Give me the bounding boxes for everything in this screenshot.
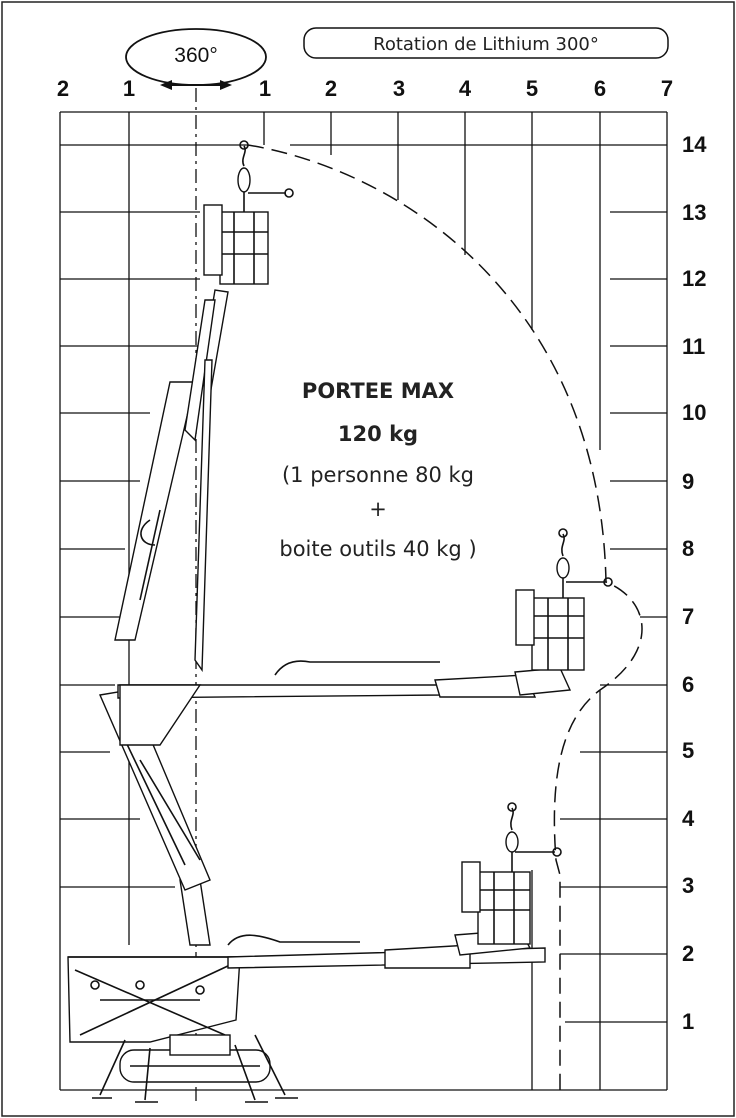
working-envelope	[247, 144, 643, 1090]
rotation-badge-text: Rotation de Lithium 300°	[373, 34, 599, 55]
x-axis-label: 7	[661, 76, 673, 101]
y-axis-label: 5	[682, 738, 694, 763]
x-axis-label: 4	[459, 76, 472, 101]
y-axis-label: 2	[682, 941, 694, 966]
reach-capacity: 120 kg	[338, 422, 418, 446]
y-axis-label: 6	[682, 672, 694, 697]
x-axis-label: 3	[393, 76, 405, 101]
y-axis-label: 9	[682, 469, 694, 494]
y-axis-label: 11	[682, 334, 705, 359]
y-axis-label: 3	[682, 873, 694, 898]
hose-low	[227, 934, 360, 946]
max-reach-label: PORTEE MAX 120 kg (1 personne 80 kg + bo…	[279, 379, 476, 561]
x-axis-label: 1	[259, 76, 271, 101]
x-axis-label: 5	[526, 76, 538, 101]
reach-title: PORTEE MAX	[302, 379, 454, 403]
basket-mid	[515, 528, 613, 671]
x-axis-label: 6	[594, 76, 606, 101]
reach-person-weight: (1 personne 80 kg	[282, 463, 474, 487]
rotation-badge	[303, 27, 669, 59]
y-axis-label: 7	[682, 604, 694, 629]
basket-low	[461, 802, 562, 945]
reach-plus: +	[369, 497, 387, 521]
reach-tools-weight: boite outils 40 kg )	[279, 537, 476, 561]
basket-top	[203, 140, 294, 285]
y-axis-label: 13	[682, 200, 706, 225]
rotation-360-label: 360°	[174, 44, 217, 67]
arrow-right-icon	[196, 80, 232, 90]
outrigger-right	[254, 1034, 298, 1099]
arrow-left-icon	[160, 80, 196, 90]
y-axis-label: 10	[682, 400, 706, 425]
jib-cylinder	[114, 381, 196, 641]
y-axis-label: 1	[682, 1009, 694, 1034]
y-axis-label: 14	[682, 132, 707, 157]
aerial-lift-drawing	[67, 140, 613, 1103]
y-axis-label: 4	[682, 806, 695, 831]
hose-mid	[274, 660, 440, 676]
x-axis-label: 2	[325, 76, 337, 101]
y-axis-label: 8	[682, 536, 694, 561]
outrigger-left	[92, 1039, 126, 1099]
x-axis-label: 1	[123, 76, 135, 101]
y-axis-label: 12	[682, 266, 706, 291]
x-axis-label: 2	[57, 76, 69, 101]
grid	[59, 111, 668, 1091]
